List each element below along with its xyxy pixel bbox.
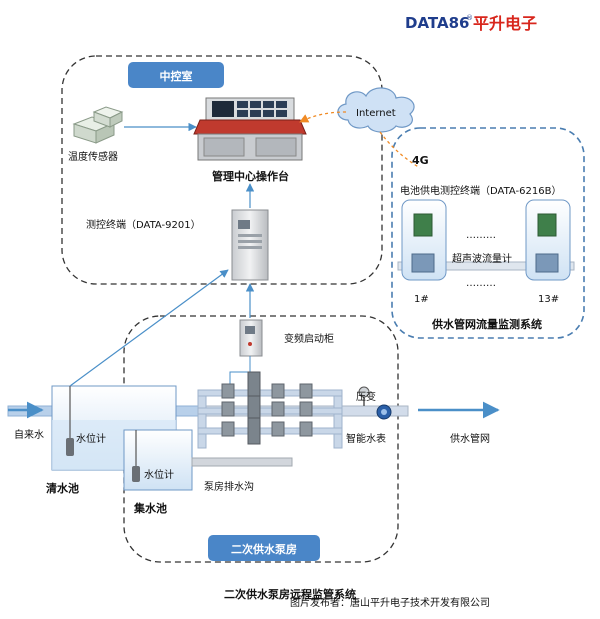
temperature-sensor-icon (72, 106, 124, 144)
zone-tag-control-room (128, 62, 224, 88)
label-dots-top: ……… (466, 230, 496, 241)
label-level-collect: 水位计 (144, 468, 174, 481)
label-station-first: 1# (414, 294, 429, 305)
label-supply-pipe: 供水管网 (450, 432, 490, 445)
level-probe-icon (66, 438, 74, 456)
pump-manifold (197, 389, 343, 449)
zone-label-network: 供水管网流量监测系统 (431, 317, 542, 331)
brand-logo-text: DATA86 (405, 14, 469, 32)
label-vfd-cabinet: 变频启动柜 (284, 332, 334, 345)
label-dots-bottom: ……… (466, 278, 496, 289)
footer-caption: 二次供水泵房远程监管系统 (224, 587, 356, 601)
operator-console-icon (193, 97, 307, 161)
label-console: 管理中心操作台 (212, 169, 289, 183)
label-collect-pool: 集水池 (133, 501, 167, 515)
brand-company-name: 平升电子 (473, 14, 537, 33)
label-pressure: 压变 (356, 390, 376, 403)
label-clear-pool: 清水池 (46, 481, 79, 495)
label-temp-sensor: 温度传感器 (68, 150, 118, 163)
pump-icon (221, 395, 313, 423)
link-4g (379, 131, 421, 169)
pressure-sensor-icon (358, 386, 370, 406)
line-vfd-to-pumps (229, 356, 251, 388)
flow-station-icon (525, 199, 571, 281)
terminal-cabinet-icon (231, 209, 269, 281)
zone-tag-pump-room (208, 535, 320, 561)
label-battery-terminal: 电池供电测控终端（DATA-6216B） (400, 184, 561, 197)
zone-network-monitoring (391, 127, 585, 339)
level-probe-icon (132, 466, 140, 482)
label-drain: 泵房排水沟 (204, 480, 254, 493)
svg-text:®: ® (466, 14, 473, 22)
zone-label-pump-room: 二次供水泵房 (231, 542, 297, 556)
pump-icon (221, 417, 313, 445)
vfd-cabinet-icon (239, 319, 263, 357)
pump-icon (221, 371, 313, 401)
water-meter-icon (376, 404, 392, 420)
network-pipe (397, 261, 575, 271)
label-station-last: 13# (538, 294, 559, 305)
label-ultrasonic-meter: 超声波流量计 (452, 252, 512, 265)
drain-channel (191, 457, 293, 467)
footer-credit: 图片发布者：唐山平升电子技术开发有限公司 (290, 596, 490, 609)
label-smart-meter: 智能水表 (346, 432, 386, 445)
label-tap-water: 自来水 (14, 428, 44, 441)
arrow-level-to-terminal (69, 269, 229, 387)
label-terminal: 测控终端（DATA-9201） (86, 218, 201, 231)
link-internet-to-console (299, 111, 347, 123)
cloud-icon (337, 87, 415, 133)
zone-label-control-room: 中控室 (160, 69, 193, 83)
label-internet: Internet (356, 108, 396, 119)
zone-control-room (61, 55, 383, 285)
flow-station-icon (401, 199, 447, 281)
label-4g: 4G (412, 154, 429, 167)
label-level-clear: 水位计 (76, 432, 106, 445)
brand-logo: DATA86 ® 平升电子 (405, 14, 537, 33)
